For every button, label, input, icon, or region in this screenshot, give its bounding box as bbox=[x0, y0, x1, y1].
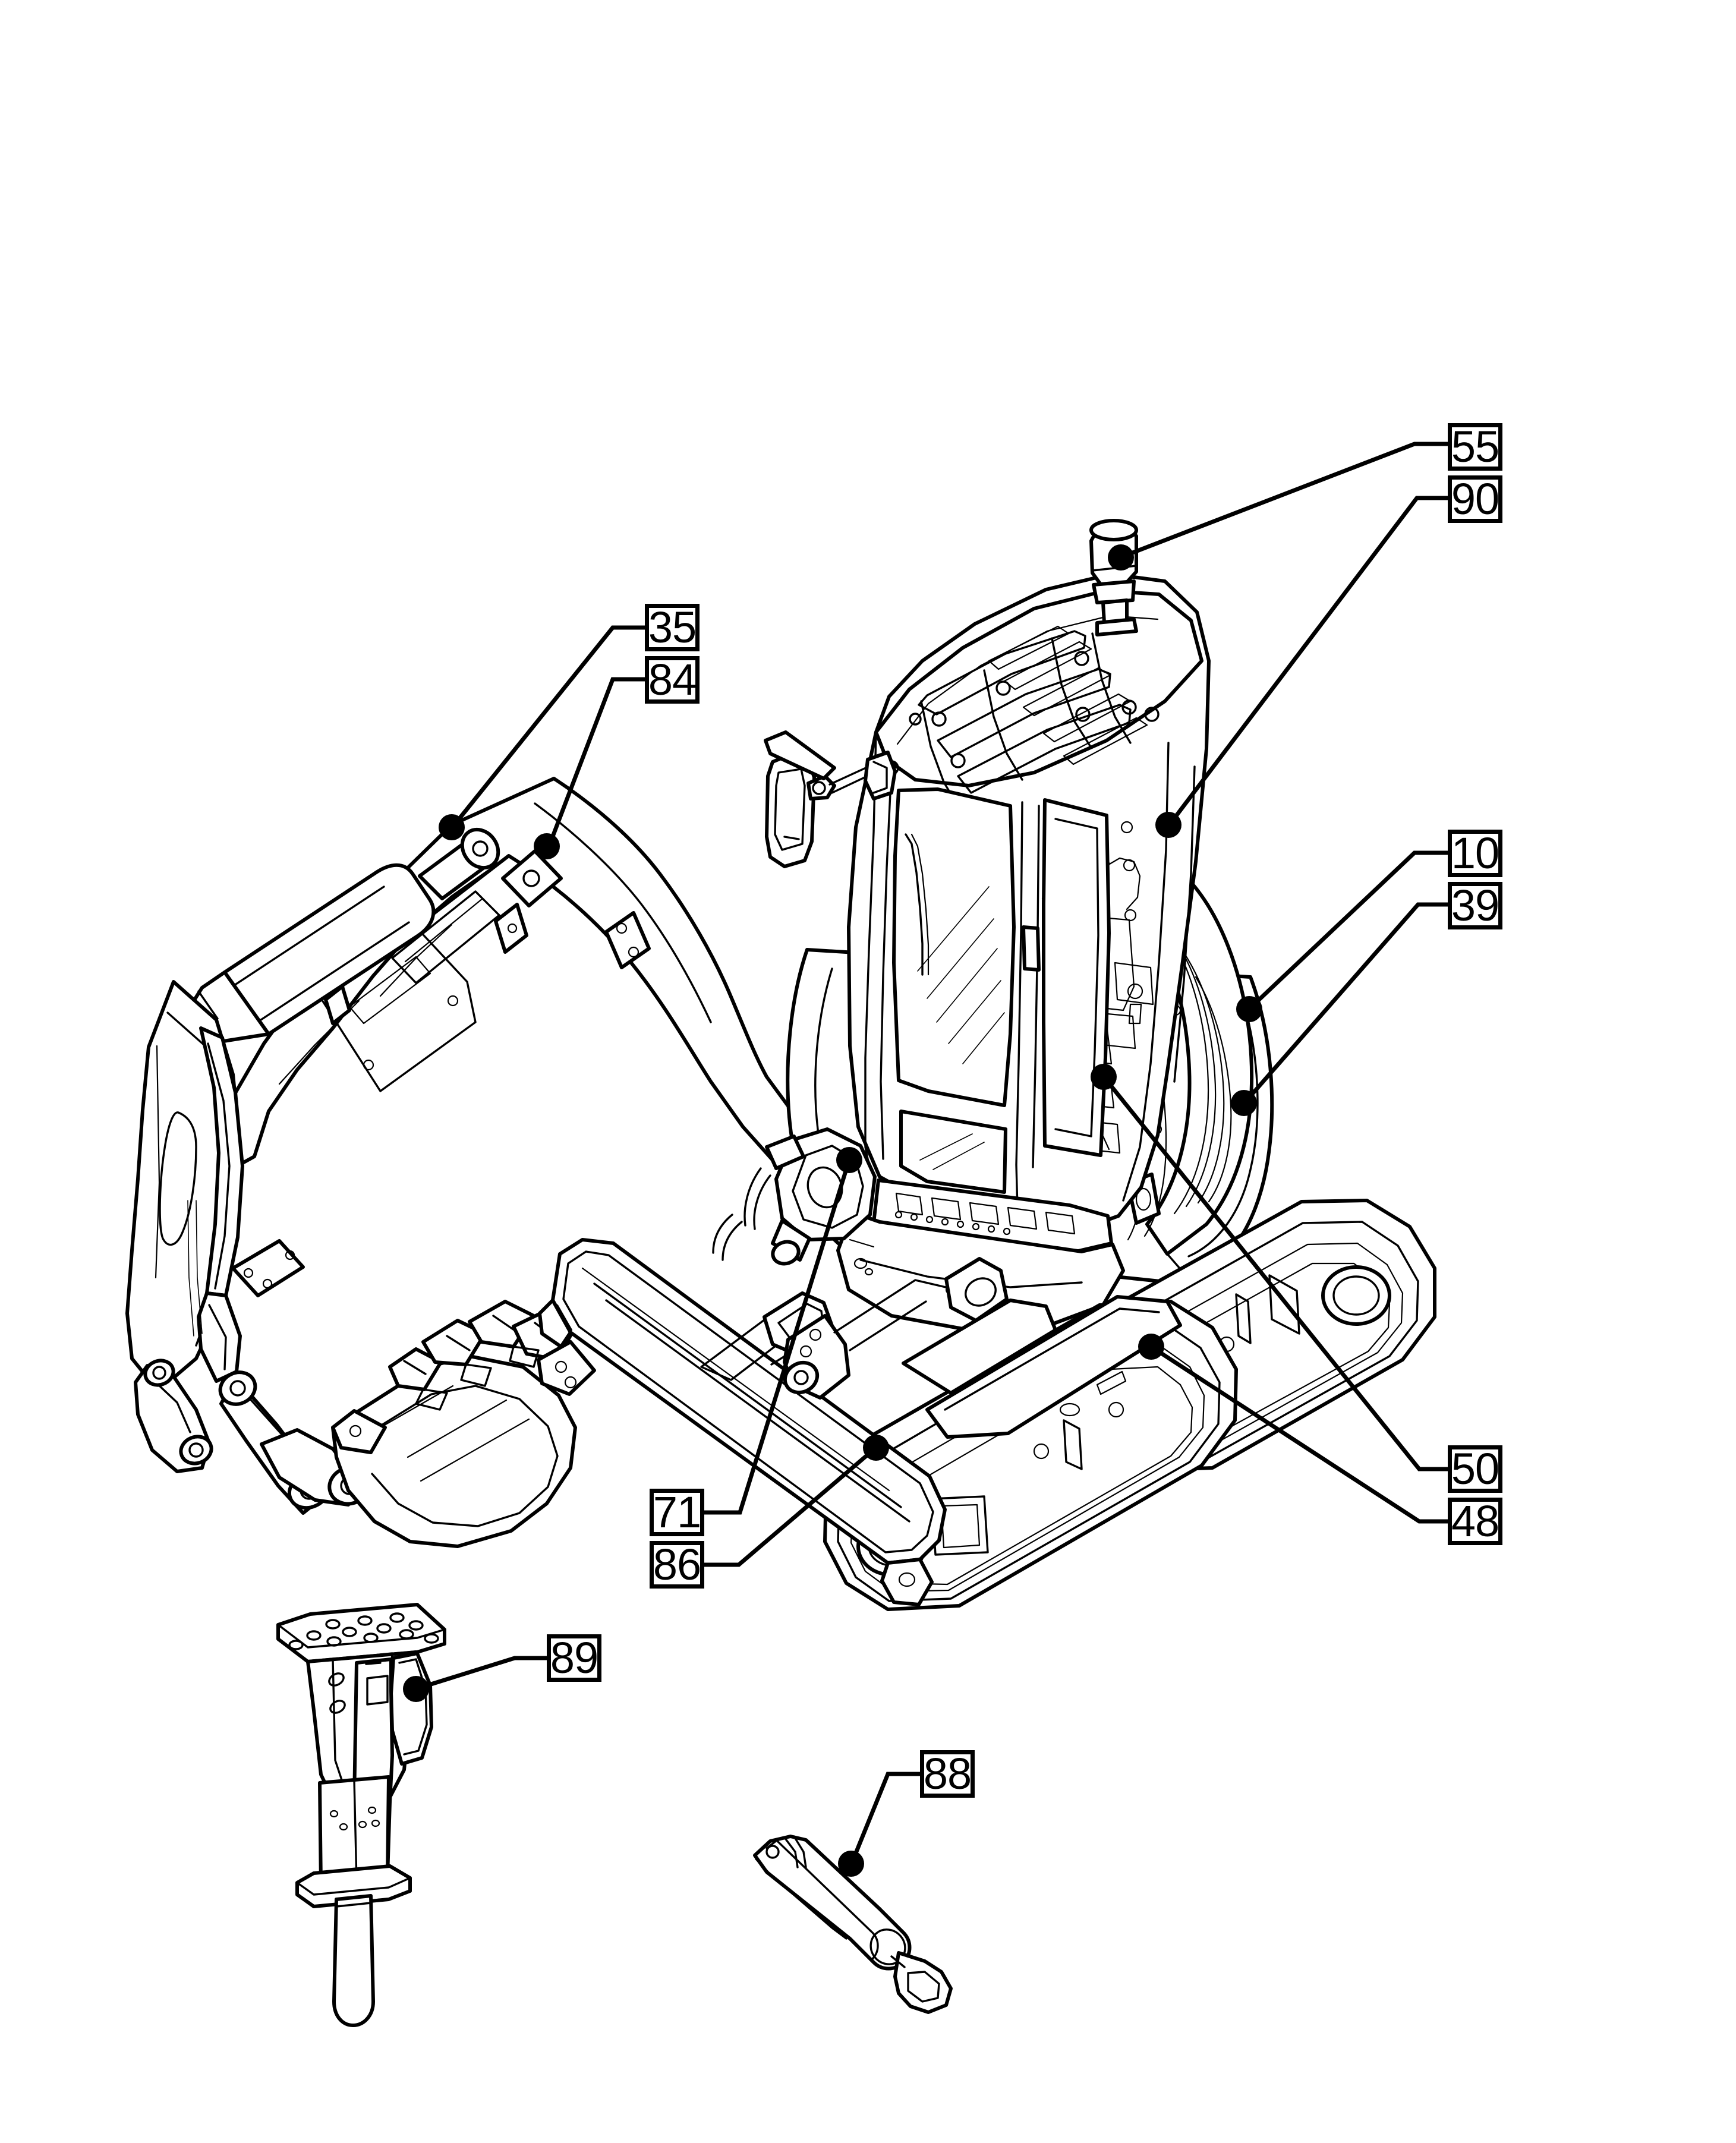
callout-48[interactable]: 48 bbox=[1448, 1498, 1502, 1545]
leader-lines bbox=[403, 442, 1448, 1877]
callout-10[interactable]: 10 bbox=[1448, 830, 1502, 877]
callout-35[interactable]: 35 bbox=[645, 604, 700, 651]
callout-89[interactable]: 89 bbox=[547, 1634, 601, 1682]
callout-90[interactable]: 90 bbox=[1448, 475, 1502, 523]
upper-structure-and-cab bbox=[712, 519, 1274, 1331]
callout-39[interactable]: 39 bbox=[1448, 882, 1502, 929]
callout-86[interactable]: 86 bbox=[650, 1541, 704, 1589]
callout-50[interactable]: 50 bbox=[1448, 1445, 1502, 1493]
callout-88[interactable]: 88 bbox=[920, 1750, 975, 1798]
callout-55[interactable]: 55 bbox=[1448, 423, 1502, 471]
pin-with-retaining-clip bbox=[753, 1835, 953, 2014]
callout-71[interactable]: 71 bbox=[650, 1489, 704, 1536]
callout-84[interactable]: 84 bbox=[645, 656, 700, 704]
hydraulic-breaker-hammer bbox=[276, 1603, 446, 2027]
